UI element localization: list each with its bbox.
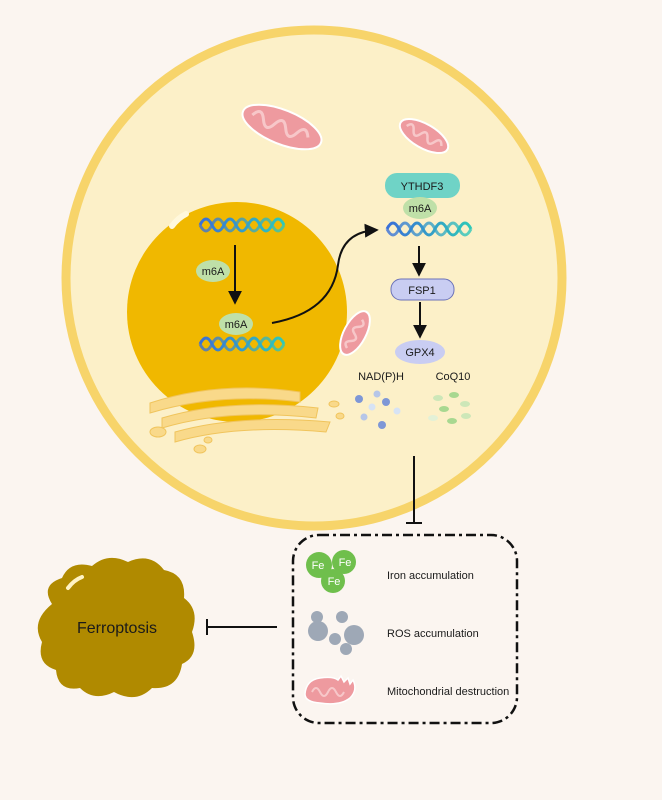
iron-cluster-icon (306, 550, 356, 593)
m6a-bubble (219, 313, 253, 335)
ferroptosis-features-box (291, 533, 519, 725)
gpx4-protein (395, 340, 445, 364)
fsp1-label: FSP1 (408, 285, 436, 297)
coq10-molecules-icon (428, 392, 471, 424)
golgi-apparatus-icon (149, 387, 345, 454)
methylated-rna-helix-icon (198, 336, 286, 352)
m6a-bubble (196, 260, 230, 282)
fsp1-protein (390, 278, 455, 301)
nucleus (127, 202, 347, 422)
nucleus-highlight (169, 211, 189, 229)
mitochondrion-icon (398, 117, 450, 155)
export-arrow (271, 223, 379, 324)
fe-label: Fe (328, 576, 341, 588)
ros-cluster-icon (308, 611, 364, 655)
m6a-label: m6A (202, 266, 225, 278)
ferroptosis-cell (37, 557, 195, 698)
coq10-label: CoQ10 (436, 371, 471, 383)
mitochondrial-destruction-label: Mitochondrial destruction (387, 686, 509, 698)
mitochondrion-icon (241, 103, 323, 151)
ythdf3-reader (385, 173, 460, 198)
nadph-label: NAD(P)H (358, 371, 404, 383)
ros-accumulation-label: ROS accumulation (387, 628, 479, 640)
fe-label: Fe (312, 560, 325, 572)
m6a-on-rna-label: m6A (225, 319, 248, 331)
mitochondrion-icon (339, 310, 371, 356)
cytoplasmic-rna-helix-icon (385, 221, 473, 237)
nadph-molecules-icon (355, 390, 401, 429)
fe-label: Fe (339, 557, 352, 569)
ferroptosis-highlight (66, 575, 84, 590)
rna-helix-icon (198, 217, 286, 233)
ythdf3-label: YTHDF3 (401, 181, 444, 193)
gpx4-label: GPX4 (405, 347, 434, 359)
iron-accumulation-label: Iron accumulation (387, 570, 474, 582)
damaged-mitochondrion-icon (304, 674, 356, 705)
ferroptosis-label: Ferroptosis (77, 620, 157, 637)
m6a-bubble (403, 197, 437, 219)
m6a-cyto-label: m6A (409, 203, 432, 215)
